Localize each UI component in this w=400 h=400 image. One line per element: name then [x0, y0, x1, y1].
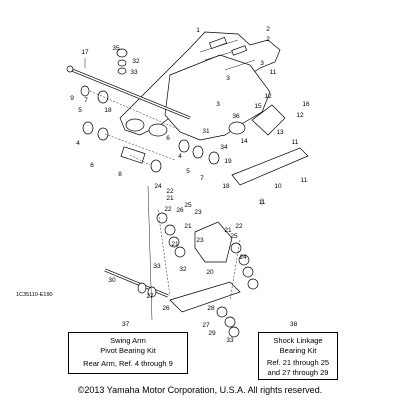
swing-arm-kit-line2: Pivot Bearing Kit: [100, 346, 156, 355]
pivot-bearings: [80, 48, 220, 173]
shock-linkage-kit-line3: Ref. 21 through 25: [266, 358, 330, 367]
callout: 5: [186, 168, 190, 175]
callout: 8: [118, 171, 122, 178]
callout: 18: [222, 183, 230, 190]
callout: 23: [194, 209, 202, 216]
callout: 35: [112, 45, 120, 52]
callout: 33: [153, 263, 161, 270]
chain-guide: [231, 104, 309, 186]
callout: 24: [239, 254, 247, 261]
callout: 32: [132, 58, 140, 65]
callout: 3: [260, 60, 264, 67]
callout: 13: [276, 129, 284, 136]
callout: 29: [208, 330, 216, 337]
callout: 11: [292, 139, 299, 146]
callout: 32: [179, 266, 187, 273]
swing-arm-kit-line1: Swing Arm: [110, 336, 146, 345]
callout: 2: [266, 36, 270, 43]
callout: 22: [166, 188, 174, 195]
callout: 21: [171, 241, 179, 248]
connecting-rod: [104, 268, 241, 338]
swing-arm-kit-ref: 37: [122, 321, 130, 328]
callout: 21: [224, 227, 232, 234]
callout: 30: [108, 277, 116, 284]
swing-arm: [119, 31, 281, 141]
callout: 28: [207, 305, 215, 312]
shock-linkage-kit-line1: Shock Linkage: [273, 336, 323, 345]
swing-arm-kit-line3: Rear Arm, Ref. 4 through 9: [83, 359, 173, 368]
callout: 11: [270, 69, 277, 76]
callout: 22: [235, 223, 243, 230]
callout: 22: [164, 206, 172, 213]
callout: 26: [176, 207, 184, 214]
callout: 5: [78, 107, 82, 114]
callout: 12: [264, 93, 272, 100]
callout: 19: [224, 158, 232, 165]
callout: 3: [226, 75, 230, 82]
callout: 21: [166, 195, 174, 202]
callout: 18: [104, 107, 112, 114]
callout: 9: [70, 95, 74, 102]
callout: 14: [240, 138, 248, 145]
callout: 12: [296, 112, 304, 119]
callout: 25: [184, 202, 192, 209]
leader-lines: [84, 58, 263, 321]
shock-linkage-kit-line4: and 27 through 29: [267, 368, 329, 377]
callout: 6: [166, 135, 170, 142]
shock-linkage-kit-line2: Bearing Kit: [279, 346, 317, 355]
callout: 17: [81, 49, 89, 56]
pivot-shaft: [66, 65, 191, 120]
callout: 7: [84, 97, 88, 104]
callout: 10: [274, 183, 282, 190]
callout: 34: [220, 144, 228, 151]
callout: 23: [196, 237, 204, 244]
callout: 6: [90, 162, 94, 169]
shock-linkage-kit-box: Shock Linkage Bearing Kit Ref. 21 throug…: [258, 332, 338, 380]
callout: 27: [202, 322, 210, 329]
swing-arm-kit-box: Swing Arm Pivot Bearing Kit Rear Arm, Re…: [68, 332, 188, 374]
callout: 16: [302, 101, 310, 108]
shock-linkage-kit-ref: 38: [290, 321, 298, 328]
callout-labels: 1 2 2 3 3 3 4 4 5 5 6 6 7 7 8 9 10 11 11…: [70, 26, 310, 344]
relay-arm: [156, 212, 259, 290]
callout: 11: [301, 177, 308, 184]
callout: 24: [154, 183, 162, 190]
callout: 27: [146, 293, 154, 300]
callout: 26: [162, 305, 170, 312]
callout: 20: [206, 269, 214, 276]
callout: 33: [226, 337, 234, 344]
callout: 4: [178, 153, 182, 160]
callout: 2: [266, 26, 270, 33]
callout: 25: [230, 233, 238, 240]
callout: 3: [216, 101, 220, 108]
callout: 31: [202, 128, 210, 135]
callout: 15: [254, 103, 262, 110]
callout: 11: [259, 199, 266, 206]
callout: 7: [200, 175, 204, 182]
callout: 36: [232, 113, 240, 120]
callout: 4: [76, 140, 80, 147]
callout: 33: [130, 69, 138, 76]
callout: 21: [184, 223, 192, 230]
figure-code: 1C35110-E190: [16, 292, 53, 298]
copyright-notice: ©2013 Yamaha Motor Corporation, U.S.A. A…: [77, 385, 323, 395]
callout: 1: [196, 27, 200, 34]
